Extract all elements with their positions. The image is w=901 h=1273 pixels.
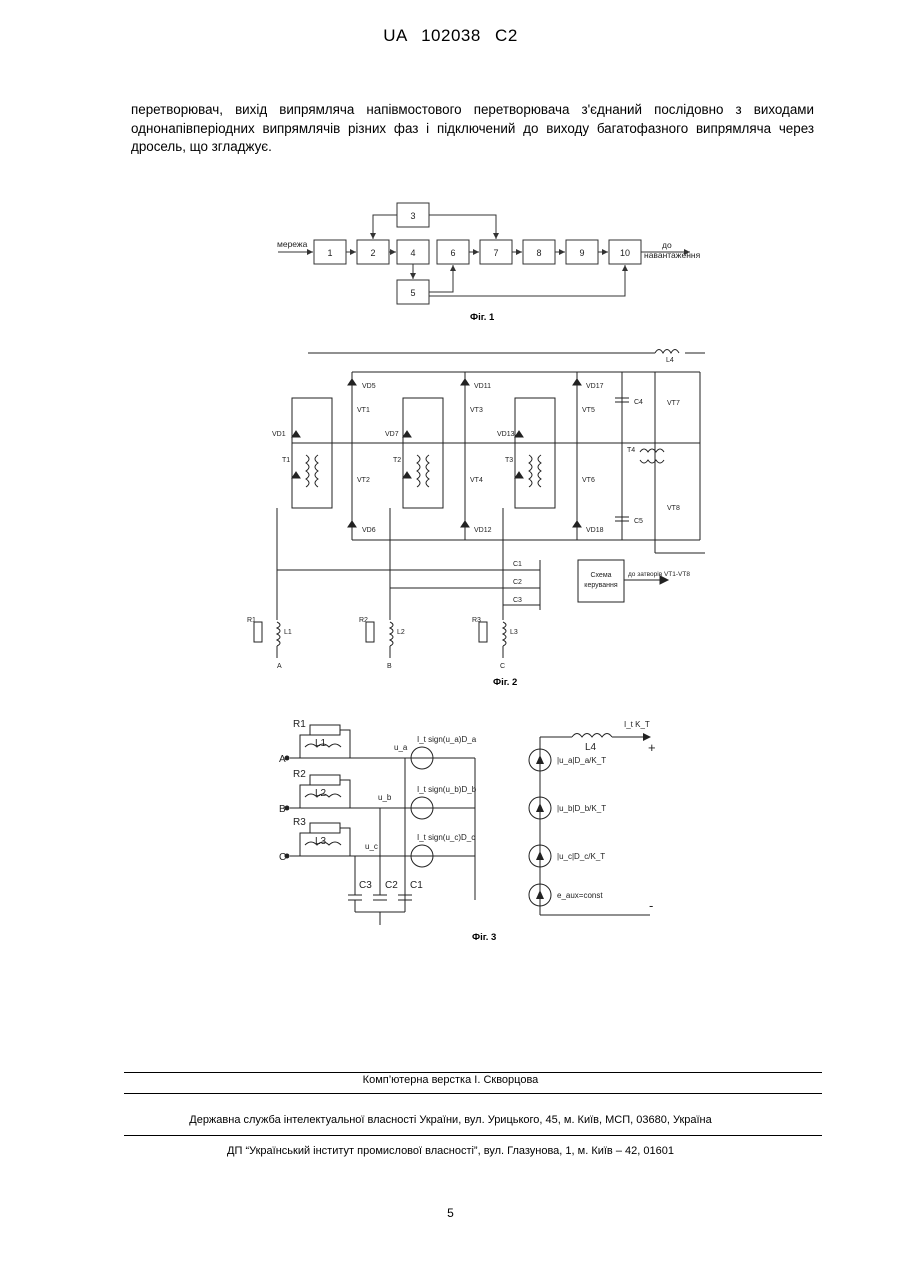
fig3-rsrc-b: |u_b|D_b/K_T — [557, 804, 606, 813]
page-number: 5 — [0, 1206, 901, 1220]
fig1-output-label-2: навантаження — [644, 250, 701, 260]
footer-rule-1 — [124, 1072, 822, 1073]
fig3-r1: R1 — [293, 719, 306, 730]
lbl-phase-c: C — [500, 663, 505, 670]
lbl-r3: R3 — [472, 617, 481, 624]
lbl-vt8: VT8 — [667, 505, 680, 512]
fig1-block-5: 5 — [410, 288, 415, 298]
fig3-rsrc-aux: e_aux=const — [557, 891, 603, 900]
fig3-l2: L2 — [315, 788, 327, 799]
fig3-rsrc-a: |u_a|D_a/K_T — [557, 756, 606, 765]
lbl-vd13: VD13 — [497, 431, 515, 438]
lbl-vd18: VD18 — [586, 527, 604, 534]
lbl-phase-b: B — [387, 663, 392, 670]
fig3-c2: C2 — [385, 880, 398, 891]
fig3-l3: L3 — [315, 836, 327, 847]
fig3-src-a: I_t sign(u_a)D_a — [417, 735, 477, 744]
footer-typesetting: Комп’ютерна верстка І. Скворцова — [0, 1074, 901, 1086]
lbl-c5: C5 — [634, 518, 643, 525]
fig1-block-1: 1 — [327, 248, 332, 258]
lbl-vt4: VT4 — [470, 477, 483, 484]
patent-number-header: UA 102038 C2 — [0, 26, 901, 46]
lbl-vd17: VD17 — [586, 383, 604, 390]
lbl-t3: T3 — [505, 457, 513, 464]
lbl-t1: T1 — [282, 457, 290, 464]
fig3-src-c: I_t sign(u_c)D_c — [417, 833, 475, 842]
fig3-l1: L1 — [315, 738, 327, 749]
lbl-l4: L4 — [666, 357, 674, 364]
fig3-current: I_t K_T — [624, 720, 650, 729]
fig3-c3: C3 — [359, 880, 372, 891]
lbl-vd11: VD11 — [474, 383, 491, 390]
lbl-vt3: VT3 — [470, 407, 483, 414]
fig1-output-label-1: до — [662, 240, 672, 250]
fig1-block-9: 9 — [579, 248, 584, 258]
fig3-uc: u_c — [365, 842, 378, 851]
fig1-block-2: 2 — [370, 248, 375, 258]
control-block-line-1: Схема — [590, 572, 611, 579]
fig3-r3: R3 — [293, 817, 306, 828]
fig1-block-7: 7 — [493, 248, 498, 258]
claim-paragraph: перетворювач, вихід випрямляча напівмост… — [131, 101, 814, 157]
control-output-label: до затворів VT1-VT8 — [628, 570, 690, 578]
lbl-vt2: VT2 — [357, 477, 370, 484]
lbl-c4: C4 — [634, 399, 643, 406]
lbl-vt5: VT5 — [582, 407, 595, 414]
fig3-phase-b: B — [279, 804, 286, 815]
fig1-block-4: 4 — [410, 248, 415, 258]
lbl-vd1: VD1 — [272, 431, 286, 438]
lbl-l3: L3 — [510, 629, 518, 636]
fig3-plus: + — [648, 740, 656, 755]
lbl-vt6: VT6 — [582, 477, 595, 484]
footer-rule-2 — [124, 1093, 822, 1094]
fig3-rsrc-c: |u_c|D_c/K_T — [557, 852, 605, 861]
lbl-c2: C2 — [513, 579, 522, 586]
footer-office: Державна служба інтелектуальної власност… — [0, 1114, 901, 1126]
fig1-input-label: мережа — [277, 239, 308, 249]
lbl-t2: T2 — [393, 457, 401, 464]
lbl-l2: L2 — [397, 629, 405, 636]
fig3-ua: u_a — [394, 743, 408, 752]
lbl-vd12: VD12 — [474, 527, 492, 534]
lbl-r1: R1 — [247, 617, 256, 624]
fig1-block-8: 8 — [536, 248, 541, 258]
lbl-phase-a: A — [277, 663, 282, 670]
fig3-r2: R2 — [293, 769, 306, 780]
lbl-l1: L1 — [284, 629, 292, 636]
footer-rule-3 — [124, 1135, 822, 1136]
fig1-block-3: 3 — [410, 211, 415, 221]
fig3-l4: L4 — [585, 742, 597, 753]
footer-institute: ДП “Український інститут промислової вла… — [0, 1145, 901, 1157]
fig3-phase-c: C — [279, 852, 286, 863]
lbl-c1: C1 — [513, 561, 522, 568]
fig3-c1: C1 — [410, 880, 423, 891]
figure-1-caption: Фіг. 1 — [470, 312, 494, 323]
fig1-block-10: 10 — [620, 248, 630, 258]
lbl-vd6: VD6 — [362, 527, 376, 534]
control-block-line-2: керування — [584, 582, 618, 589]
figure-3-caption: Фіг. 3 — [472, 932, 496, 943]
lbl-vd7: VD7 — [385, 431, 399, 438]
fig3-src-b: I_t sign(u_b)D_b — [417, 785, 477, 794]
figure-2-caption: Фіг. 2 — [493, 677, 517, 688]
fig3-minus: - — [649, 898, 653, 913]
lbl-c3: C3 — [513, 597, 522, 604]
lbl-r2: R2 — [359, 617, 368, 624]
lbl-t4: T4 — [627, 447, 635, 454]
fig3-ub: u_b — [378, 793, 392, 802]
fig3-phase-a: A — [279, 754, 286, 765]
lbl-vt7: VT7 — [667, 400, 680, 407]
lbl-vt1: VT1 — [357, 407, 370, 414]
fig1-block-6: 6 — [450, 248, 455, 258]
lbl-vd5: VD5 — [362, 383, 376, 390]
